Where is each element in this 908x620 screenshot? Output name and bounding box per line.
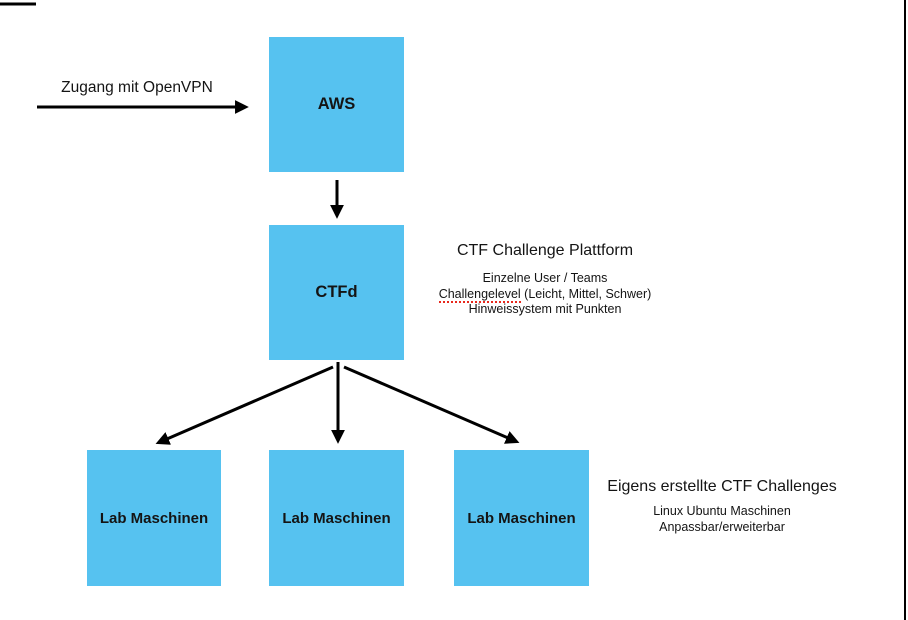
node-lab-label: Lab Maschinen [282,509,391,527]
ctfd-annotation: CTF Challenge Plattform Einzelne User / … [400,241,690,318]
node-ctfd: CTFd [269,225,404,360]
node-lab-label: Lab Maschinen [467,509,576,527]
labs-annotation-line2: Anpassbar/erweiterbar [659,519,785,534]
node-aws-label: AWS [317,95,356,113]
openvpn-arrow-label: Zugang mit OpenVPN [61,79,213,96]
ctfd-annotation-body: Einzelne User / Teams Challengelevel (Le… [400,271,690,318]
node-lab-label: Lab Maschinen [99,509,209,527]
ctfd-annotation-line2-rest: (Leicht, Mittel, Schwer) [520,286,652,301]
labs-annotation-line1: Linux Ubuntu Maschinen [653,504,791,518]
ctfd-annotation-line3: Hinweissystem mit Punkten [468,302,622,316]
ctfd-annotation-line2: Challengelevel (Leicht, Mittel, Schwer) [400,286,690,303]
labs-annotation-title: Eigens erstellte CTF Challenges [607,478,837,495]
node-lab-maschinen-1: Lab Maschinen [87,450,221,586]
labs-annotation-body: Linux Ubuntu Maschinen Anpassbar/erweite… [587,504,857,535]
misspelled-word: Challengelevel [438,286,521,303]
labs-annotation: Eigens erstellte CTF Challenges Linux Ub… [587,477,857,535]
node-ctfd-label: CTFd [315,283,358,301]
ctfd-annotation-title: CTF Challenge Plattform [456,242,634,259]
ctfd-to-lab1-arrow [155,365,334,445]
ctfd-to-lab3-arrow [343,365,520,444]
node-lab-maschinen-3: Lab Maschinen [454,450,589,586]
ctfd-annotation-line1: Einzelne User / Teams [482,271,608,285]
node-aws: AWS [269,37,404,172]
node-lab-maschinen-2: Lab Maschinen [269,450,404,586]
